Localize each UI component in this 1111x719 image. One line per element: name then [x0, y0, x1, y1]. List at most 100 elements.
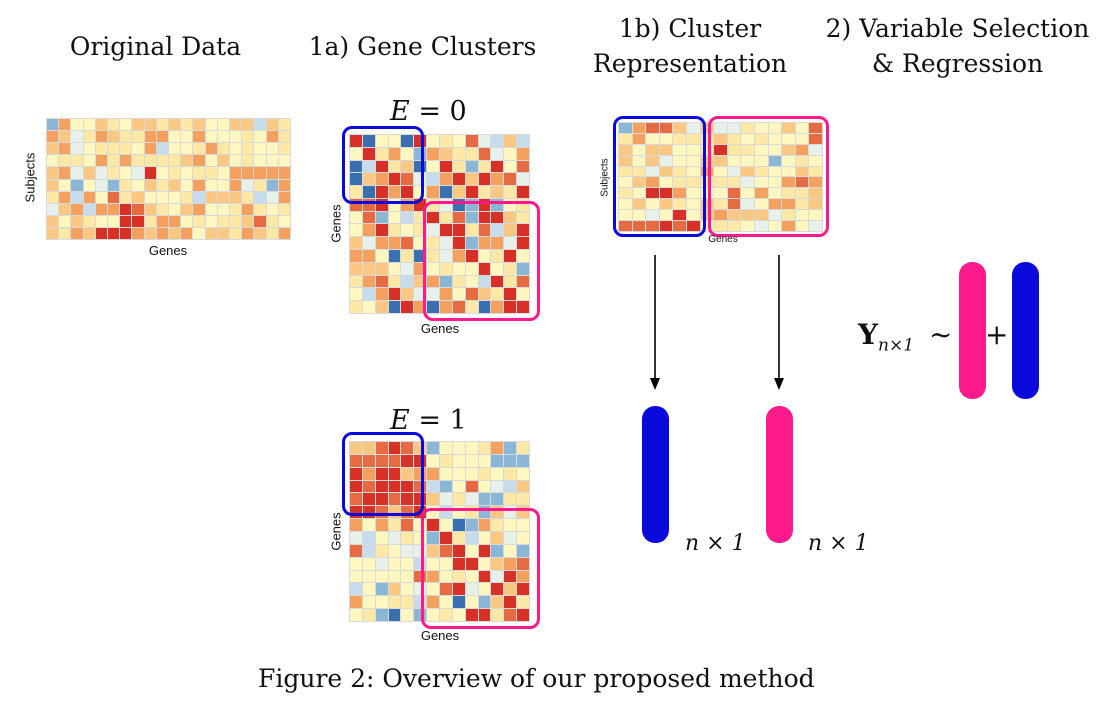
heatmap-cell [504, 147, 517, 160]
heatmap-cell [401, 480, 414, 493]
heatmap-cell [229, 167, 242, 179]
heatmap-cell [517, 186, 529, 198]
heatmap-cell [350, 454, 362, 467]
heatmap-cell [401, 135, 414, 147]
heatmap-cell [491, 557, 504, 570]
heatmap-cell [217, 179, 229, 191]
heatmap-cell [414, 147, 427, 160]
heatmap-cell [144, 203, 156, 215]
heatmap-cell [375, 301, 388, 313]
heatmap-cell [217, 167, 229, 179]
heatmap-cell [350, 570, 362, 583]
subjects-axis-label: Subjects [22, 152, 38, 203]
heatmap-cell [427, 211, 439, 224]
heatmap-cell [132, 143, 144, 155]
heatmap-cell [350, 288, 362, 301]
heatmap-cell [266, 155, 278, 167]
heatmap-cell [646, 188, 659, 199]
heatmap-cell [278, 179, 290, 191]
blue-cluster-box-e0 [342, 126, 424, 204]
heatmap-cell [439, 275, 452, 288]
heatmap-cell [439, 454, 452, 467]
heatmap-cell [478, 583, 491, 596]
heatmap-cell [809, 144, 822, 155]
heatmap-cell [491, 250, 504, 262]
heatmap-cell [478, 288, 491, 301]
heatmap-cell [156, 131, 168, 143]
heatmap-cell [687, 210, 700, 221]
heatmap-cell [278, 203, 290, 215]
heatmap-cell [687, 199, 700, 210]
heatmap-cell [362, 570, 375, 583]
heatmap-cell [700, 123, 714, 133]
heatmap-cell [156, 167, 168, 179]
heatmap-cell [388, 531, 401, 544]
heatmap-cell [375, 596, 388, 609]
heatmap-cell [144, 179, 156, 191]
heatmap-cell [388, 454, 401, 467]
heatmap-cell [205, 131, 217, 143]
heatmap-cell [632, 123, 646, 133]
heatmap-cell [242, 167, 254, 179]
heatmap-cell [350, 506, 362, 519]
heatmap-cell [71, 179, 83, 191]
heatmap-cell [727, 199, 741, 210]
heatmap-cell [362, 135, 375, 147]
heatmap-cell [439, 301, 452, 313]
heatmap-cell [687, 155, 700, 166]
heatmap-cell [714, 177, 727, 188]
heatmap-cell [427, 493, 439, 506]
heatmap-cell [491, 442, 504, 454]
heatmap-cell [401, 275, 414, 288]
heatmap-cell [439, 557, 452, 570]
heatmap-cell [439, 135, 452, 147]
subjects-axis-label-rep: Subjects [599, 158, 611, 197]
heatmap-cell [414, 301, 427, 313]
heatmap-cell [266, 119, 278, 131]
heatmap-cell [71, 119, 83, 131]
heatmap-cell [427, 198, 439, 211]
heatmap-cell [632, 188, 646, 199]
heatmap-cell [362, 467, 375, 480]
pink-cluster-box-rep [708, 116, 829, 237]
heatmap-cell [687, 123, 700, 133]
heatmap-cell [181, 191, 193, 203]
heatmap-cell [452, 173, 465, 186]
heatmap-cell [517, 609, 529, 621]
heatmap-cell [375, 506, 388, 519]
heatmap-cell [741, 123, 754, 133]
heatmap-cell [619, 221, 632, 231]
heatmap-cell [427, 262, 439, 275]
heatmap-cell [375, 237, 388, 250]
heatmap-cell [452, 609, 465, 621]
heatmap-cell [714, 199, 727, 210]
equation-e0-var: E [390, 96, 410, 127]
heatmap-cell [120, 155, 132, 167]
heatmap-cell [350, 135, 362, 147]
heatmap-cell [491, 544, 504, 557]
heatmap-cell [229, 179, 242, 191]
heatmap-cell [242, 215, 254, 227]
heatmap-cell [478, 442, 491, 454]
heatmap-cell [452, 186, 465, 198]
heatmap-cell [427, 480, 439, 493]
heatmap-cell [388, 198, 401, 211]
heatmap-cell [439, 544, 452, 557]
heatmap-cell [439, 493, 452, 506]
heatmap-cell [768, 155, 782, 166]
heatmap-cell [755, 144, 768, 155]
blue-cluster-vector [642, 406, 669, 543]
heatmap-cell [388, 557, 401, 570]
heatmap-cell [132, 119, 144, 131]
heatmap-cell [375, 454, 388, 467]
heatmap-cell [427, 301, 439, 313]
heatmap-cell [132, 179, 144, 191]
heatmap-cell [401, 454, 414, 467]
heatmap-cell [465, 173, 478, 186]
heatmap-cell [156, 227, 168, 239]
heatmap-cell [362, 596, 375, 609]
heatmap-cell [517, 493, 529, 506]
heatmap-cell [465, 570, 478, 583]
heatmap-cell [755, 155, 768, 166]
heatmap-cell [132, 191, 144, 203]
